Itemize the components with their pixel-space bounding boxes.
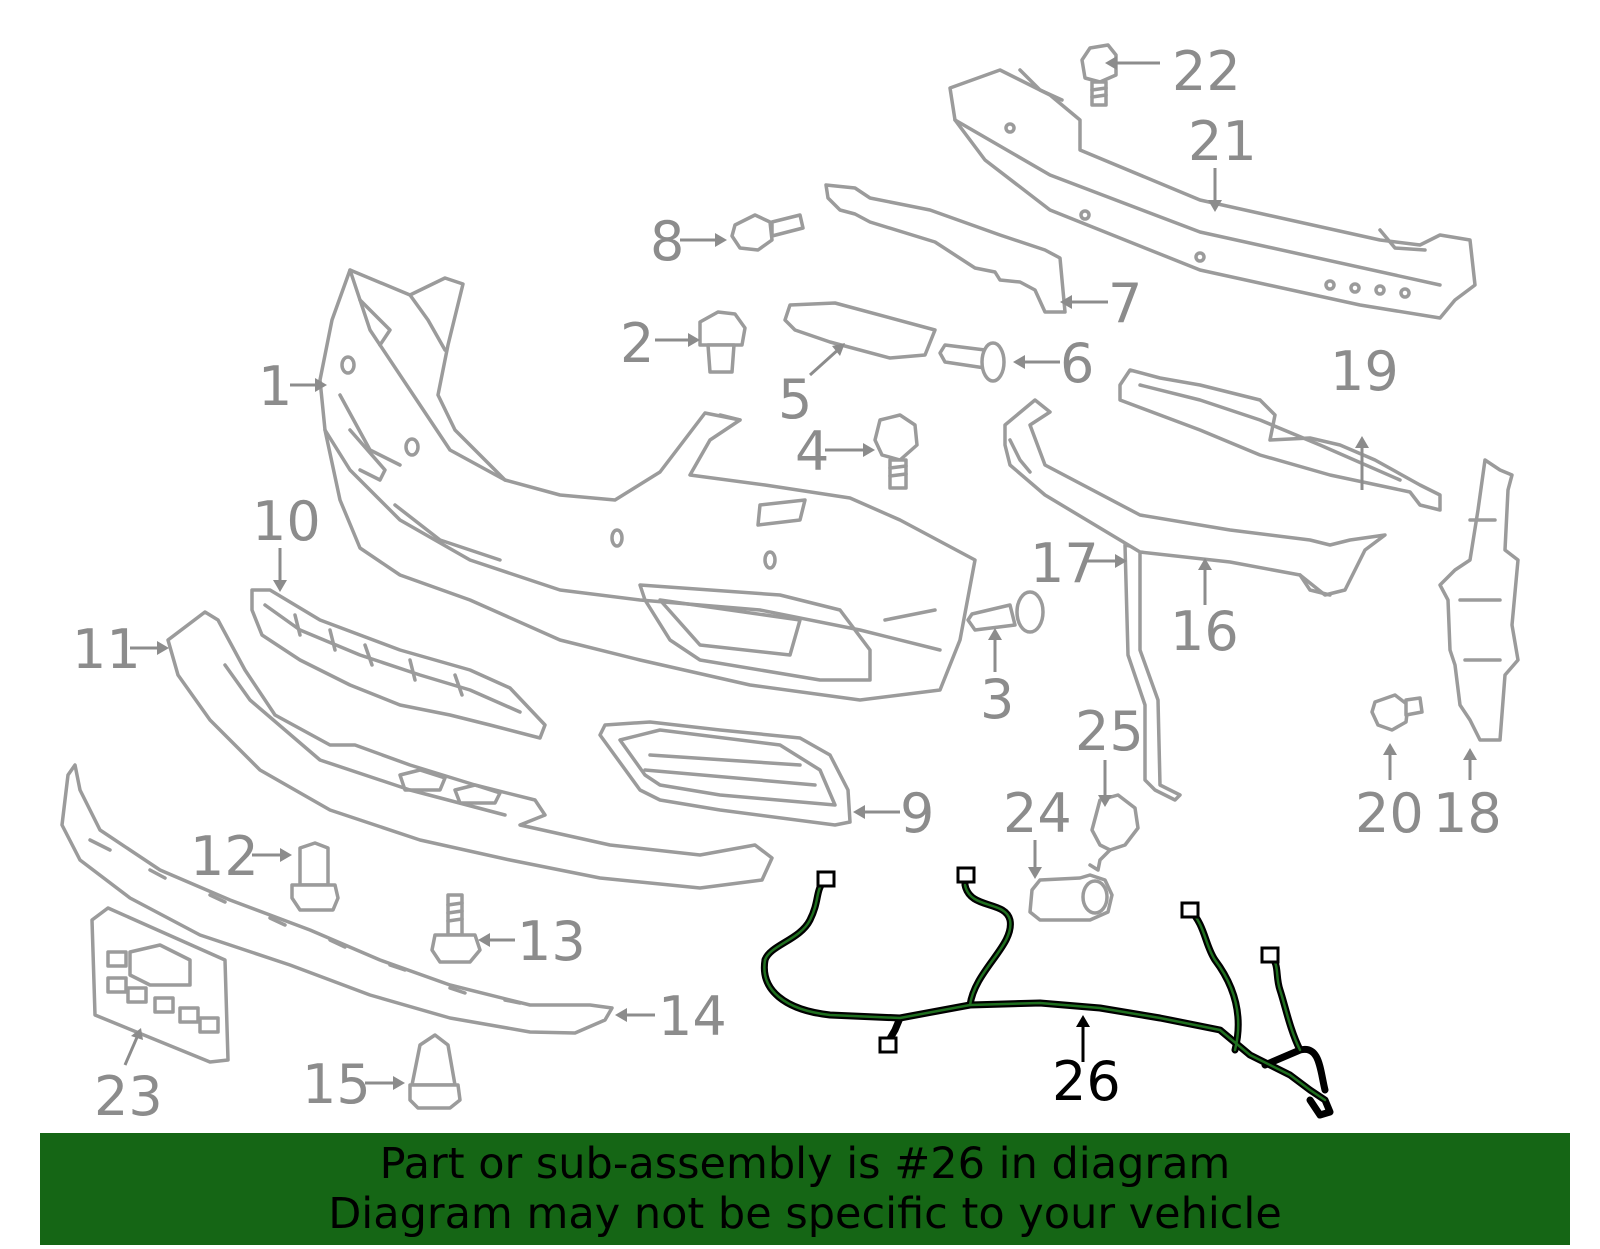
callout-11: 11 — [72, 618, 141, 681]
part-21-reinforcement-beam[interactable] — [948, 68, 1477, 320]
callout-3: 3 — [980, 668, 1014, 731]
callout-6: 6 — [1060, 332, 1094, 395]
part-18-side-bracket[interactable] — [1438, 458, 1520, 742]
part-17-vertical-bracket[interactable] — [1123, 543, 1182, 802]
callout-4: 4 — [795, 420, 829, 483]
part-3-push-clip[interactable] — [966, 590, 1045, 634]
callout-5: 5 — [778, 368, 812, 431]
part-26-wiring-harness[interactable] — [760, 866, 1334, 1119]
banner-line-1: Part or sub-assembly is #26 in diagram — [379, 1139, 1231, 1189]
part-1-bumper-cover[interactable] — [318, 268, 977, 702]
part-15-clip[interactable] — [408, 1033, 462, 1110]
part-10-lower-grille[interactable] — [250, 588, 547, 740]
callout-26: 26 — [1052, 1050, 1121, 1113]
callout-21: 21 — [1188, 110, 1257, 173]
callout-8: 8 — [650, 210, 684, 273]
callout-1: 1 — [258, 355, 292, 418]
callout-19: 19 — [1330, 340, 1399, 403]
callout-10: 10 — [252, 490, 321, 553]
callout-13: 13 — [517, 910, 586, 973]
callout-24: 24 — [1003, 782, 1072, 845]
part-19-bracket[interactable] — [1118, 368, 1442, 512]
callout-17: 17 — [1030, 532, 1099, 595]
part-13-stud[interactable] — [430, 893, 482, 964]
leader-arrows — [123, 56, 1477, 1090]
callout-16: 16 — [1170, 600, 1239, 663]
part-6-push-clip[interactable] — [938, 341, 1006, 383]
banner-line-2: Diagram may not be specific to your vehi… — [328, 1189, 1282, 1239]
callout-15: 15 — [302, 1053, 371, 1116]
part-12-clip[interactable] — [290, 841, 340, 912]
part-8-bolt[interactable] — [730, 213, 805, 252]
callout-25: 25 — [1075, 700, 1144, 763]
part-20-bolt[interactable] — [1370, 693, 1424, 732]
callout-22: 22 — [1172, 40, 1241, 103]
callout-2: 2 — [620, 312, 654, 375]
callout-23: 23 — [94, 1065, 163, 1128]
part-7-upper-bracket[interactable] — [824, 183, 1067, 314]
part-24-sensor[interactable] — [1028, 873, 1114, 922]
callout-20: 20 — [1355, 782, 1424, 845]
callout-14: 14 — [658, 985, 727, 1048]
part-25-connector[interactable] — [1088, 793, 1140, 872]
part-2-clip[interactable] — [698, 310, 747, 374]
callout-7: 7 — [1108, 272, 1142, 335]
info-banner: Part or sub-assembly is #26 in diagram D… — [40, 1133, 1570, 1245]
callout-9: 9 — [900, 782, 934, 845]
callout-12: 12 — [190, 825, 259, 888]
part-16-absorber-beam[interactable] — [1003, 398, 1387, 597]
part-11-lower-cover[interactable] — [166, 610, 774, 890]
callout-labels: 22 21 8 7 2 6 19 1 5 4 10 17 16 11 3 25 … — [72, 40, 1502, 1128]
part-9-grille-trim[interactable] — [598, 720, 852, 827]
part-14-lower-strip[interactable] — [60, 763, 614, 1035]
part-22-bolt[interactable] — [1080, 43, 1118, 107]
part-23-license-bracket[interactable] — [90, 906, 230, 1064]
part-4-bolt[interactable] — [873, 413, 919, 490]
callout-18: 18 — [1433, 782, 1502, 845]
part-5-bracket[interactable] — [783, 301, 937, 360]
